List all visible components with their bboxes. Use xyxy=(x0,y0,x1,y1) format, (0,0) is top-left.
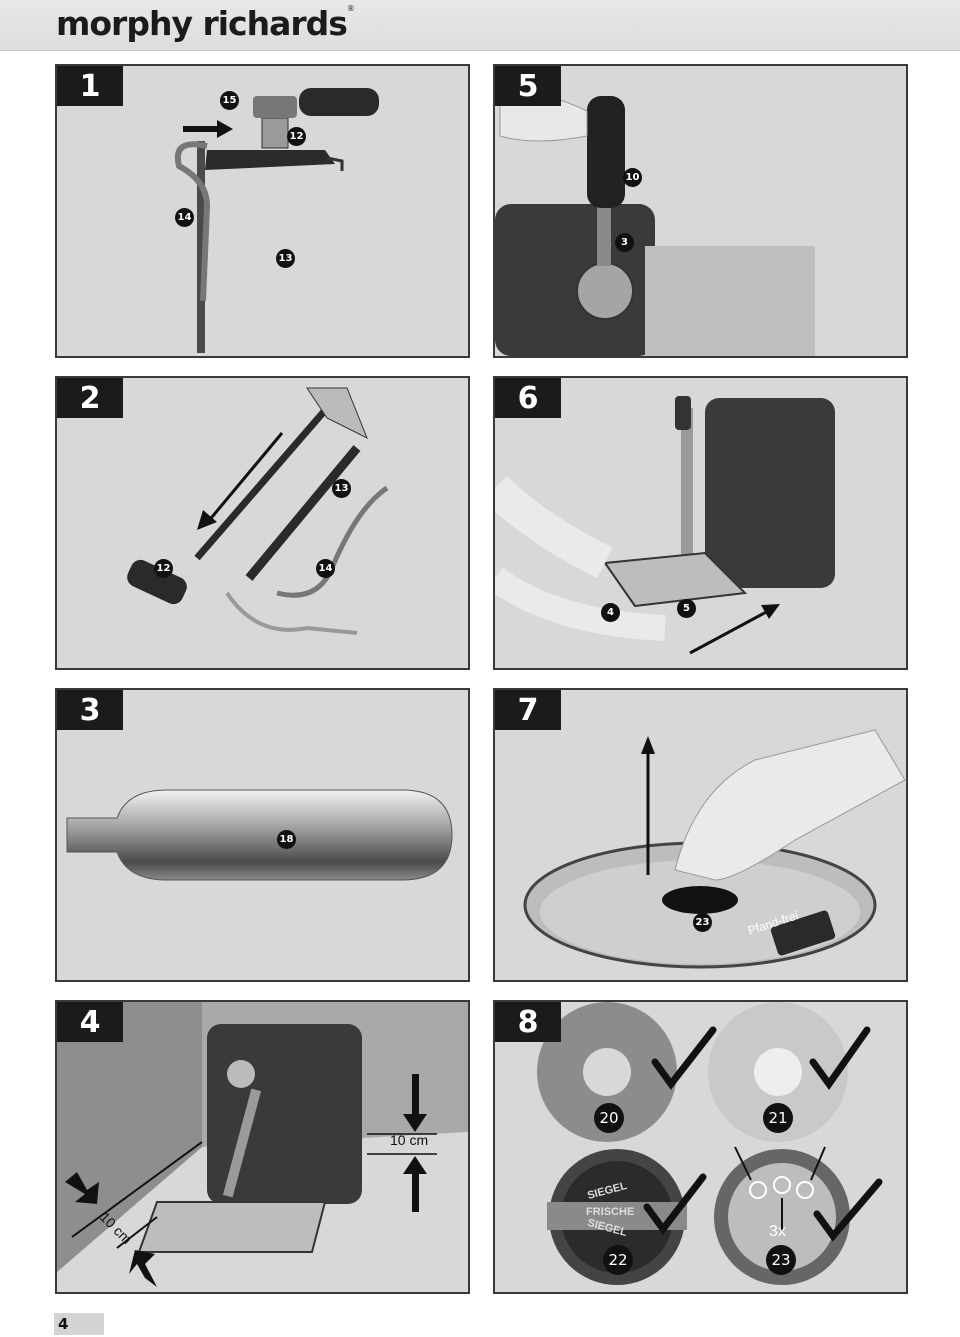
tap-head-illustration xyxy=(174,88,379,353)
callout-22: 22 xyxy=(603,1245,633,1275)
callout-5: 5 xyxy=(677,599,696,618)
callout-12: 12 xyxy=(154,559,173,578)
callout-14: 14 xyxy=(316,559,335,578)
brand-logo: morphy richards® xyxy=(56,4,355,43)
seal-types-illustration xyxy=(537,1002,883,1285)
measure-top: 10 cm xyxy=(390,1132,429,1148)
callout-18: 18 xyxy=(277,830,296,849)
panel-1: 1 15 12 14 13 xyxy=(55,64,470,358)
assembly-illustration xyxy=(127,387,389,635)
panel-8: 8 SIEGEL FRISCHE SIEGEL 3x 20 21 22 23 xyxy=(493,1000,908,1294)
panel-7: 7 Pfand-frei 23 xyxy=(493,688,908,982)
tap-lever-illustration xyxy=(495,92,815,356)
step-number: 1 xyxy=(57,66,123,106)
callout-20: 20 xyxy=(594,1103,624,1133)
panel-5: 5 10 3 xyxy=(493,64,908,358)
multiplier-label: 3x xyxy=(769,1223,786,1240)
panel-6: 6 4 5 xyxy=(493,376,908,670)
callout-10: 10 xyxy=(623,168,642,187)
callout-15: 15 xyxy=(220,91,239,110)
callout-4: 4 xyxy=(601,603,620,622)
panel-2: 2 13 12 14 xyxy=(55,376,470,670)
callout-12: 12 xyxy=(287,127,306,146)
page-header: morphy richards® xyxy=(0,0,960,51)
callout-23: 23 xyxy=(766,1245,796,1275)
step-number: 5 xyxy=(495,66,561,106)
callout-21: 21 xyxy=(763,1103,793,1133)
step-number: 8 xyxy=(495,1002,561,1042)
co2-cartridge-illustration xyxy=(66,789,453,881)
seal-text-middle: FRISCHE xyxy=(586,1206,635,1218)
step-number: 6 xyxy=(495,378,561,418)
clearance-illustration xyxy=(57,1002,468,1287)
panel-3: 3 18 xyxy=(55,688,470,982)
step-number: 4 xyxy=(57,1002,123,1042)
keg-illustration xyxy=(523,729,906,969)
panel-4: 4 10 cm 10 cm xyxy=(55,1000,470,1294)
step-number: 3 xyxy=(57,690,123,730)
step-number: 7 xyxy=(495,690,561,730)
callout-14: 14 xyxy=(175,208,194,227)
page-number: 4 xyxy=(54,1313,104,1335)
step-number: 2 xyxy=(57,378,123,418)
callout-13: 13 xyxy=(276,249,295,268)
drip-tray-illustration xyxy=(495,396,835,655)
callout-23: 23 xyxy=(693,913,712,932)
callout-13: 13 xyxy=(332,479,351,498)
callout-3: 3 xyxy=(615,233,634,252)
